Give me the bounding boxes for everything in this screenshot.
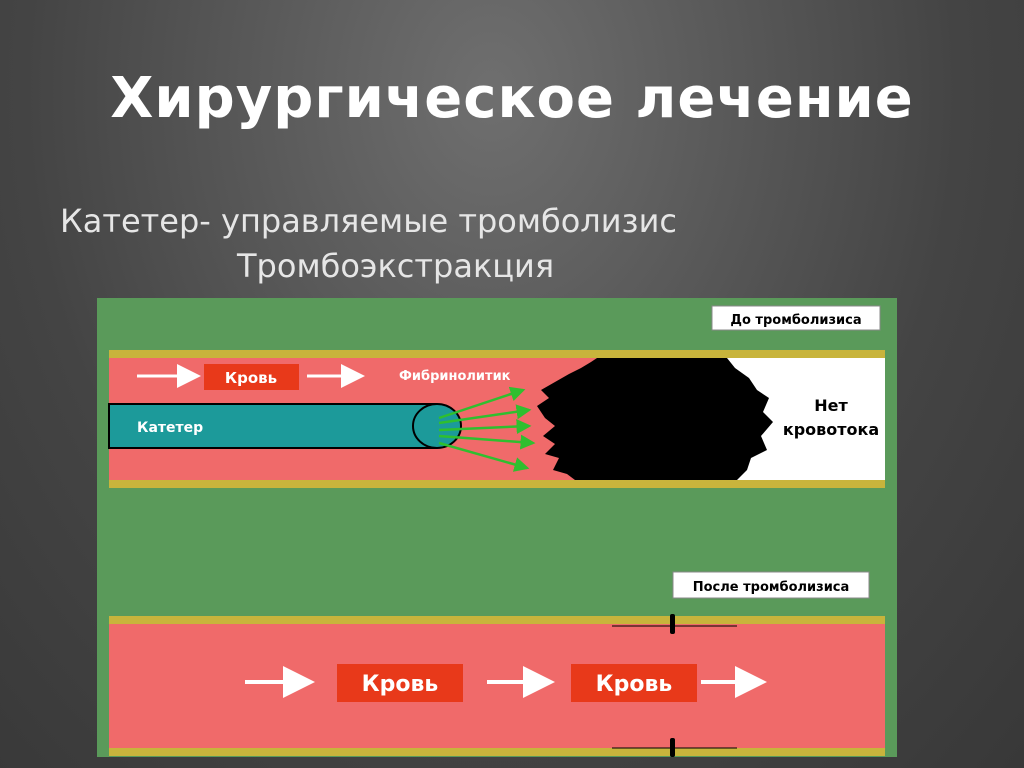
subtitle-line-1: Катетер- управляемые тромболизис xyxy=(60,202,677,240)
vessel-after xyxy=(109,616,885,756)
after-label-box: После тромболизиса xyxy=(672,571,870,599)
before-label-box: До тромболизиса xyxy=(711,305,881,331)
blood-label-box-before: Кровь xyxy=(204,364,299,390)
catheter: Катетер xyxy=(108,403,462,449)
no-flow-label-2: кровотока xyxy=(783,420,879,439)
thrombus xyxy=(537,358,773,480)
before-label: До тромболизиса xyxy=(730,313,861,328)
blood-label-before: Кровь xyxy=(225,369,277,387)
blood-label-after-1: Кровь xyxy=(362,672,439,697)
blood-label-after-2: Кровь xyxy=(596,672,673,697)
blood-label-box-after-2: Кровь xyxy=(571,664,697,702)
fibrinolytic-label: Фибринолитик xyxy=(399,369,511,384)
marker-bottom xyxy=(612,738,737,757)
slide-title: Хирургическое лечение xyxy=(110,66,914,131)
subtitle-line-2: Тромбоэкстракция xyxy=(237,247,555,285)
after-label: После тромболизиса xyxy=(693,580,850,595)
marker-top xyxy=(612,614,737,634)
no-flow-label-1: Нет xyxy=(814,396,848,415)
fibrinolytic-spray-arrows xyxy=(438,386,536,472)
thrombolysis-diagram: До тромболизиса Кровь Фибринолитик Катет… xyxy=(97,298,897,757)
catheter-label: Катетер xyxy=(137,420,203,436)
blood-label-box-after-1: Кровь xyxy=(337,664,463,702)
